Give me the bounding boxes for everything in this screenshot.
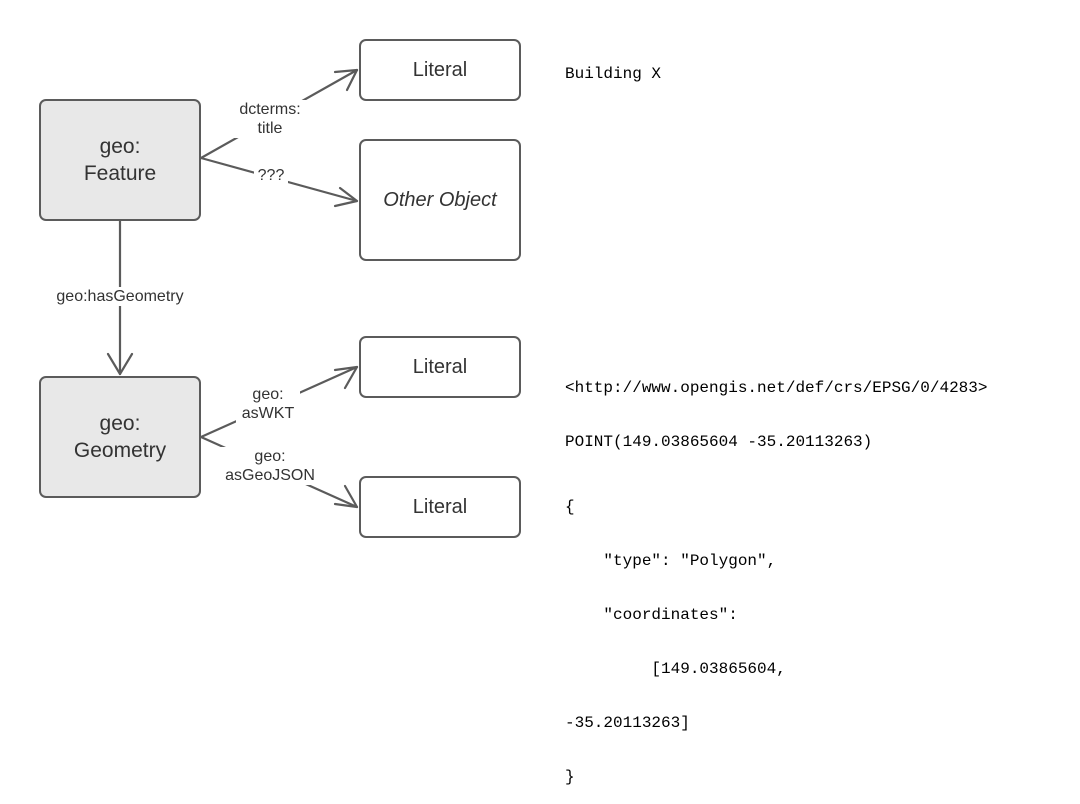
title-value: Building X (565, 65, 662, 83)
wkt-value: <http://www.opengis.net/def/crs/EPSG/0/4… (565, 343, 987, 469)
edge-has-geometry-arrowhead (106, 352, 134, 376)
geojson-line-5: -35.20113263] (565, 714, 690, 732)
wkt-literal-node: Literal (359, 336, 521, 398)
geojson-literal-node: Literal (359, 476, 521, 538)
geojson-line-6: } (565, 768, 575, 786)
edge-unknown-arrowhead (333, 186, 359, 208)
geometry-node-name: Geometry (73, 439, 167, 462)
feature-node: geo: Feature (39, 99, 201, 221)
geojson-line-3: "coordinates": (565, 606, 738, 624)
edge-title-arrowhead (333, 68, 359, 92)
connector-layer (106, 68, 359, 509)
geojson-literal-label: Literal (412, 495, 468, 518)
geojson-value: { "type": "Polygon", "coordinates": [149… (565, 462, 786, 804)
title-literal-label: Literal (412, 58, 468, 81)
title-literal-node: Literal (359, 39, 521, 101)
geojson-line-2: "type": "Polygon", (565, 552, 777, 570)
edge-as-geojson-label: geo: asGeoJSON (216, 447, 324, 485)
geojson-line-1: { (565, 498, 575, 516)
geojson-line-4: [149.03865604, (565, 660, 786, 678)
feature-node-name: Feature (83, 162, 157, 185)
other-object-node: Other Object (359, 139, 521, 261)
edge-title-label: dcterms: title (230, 100, 310, 138)
other-object-label: Other Object (383, 188, 497, 211)
wkt-value-crs: <http://www.opengis.net/def/crs/EPSG/0/4… (565, 379, 988, 397)
geometry-node-prefix: geo: (99, 412, 141, 435)
wkt-value-point: POINT(149.03865604 -35.20113263) (565, 433, 873, 451)
edge-unknown-label: ??? (254, 166, 288, 185)
feature-node-prefix: geo: (99, 135, 141, 158)
edge-as-wkt-arrowhead (333, 365, 359, 390)
geometry-node: geo: Geometry (39, 376, 201, 498)
edge-has-geometry-label: geo:hasGeometry (45, 287, 195, 306)
wkt-literal-label: Literal (412, 355, 468, 378)
edge-as-geojson-arrowhead (333, 484, 359, 509)
edge-as-wkt-label: geo: asWKT (236, 385, 300, 423)
